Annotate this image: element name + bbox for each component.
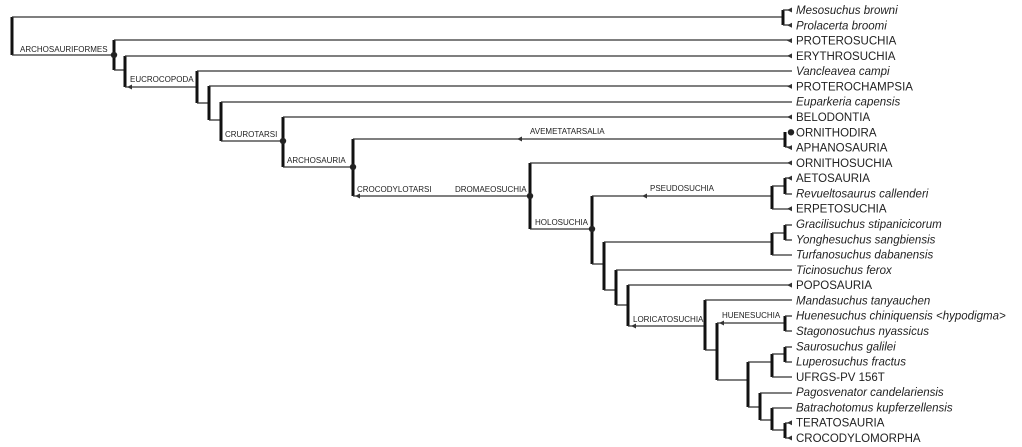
arrow-icon: [787, 435, 792, 441]
arrow-icon: [355, 193, 360, 199]
arrow-icon: [719, 320, 724, 326]
arrow-icon: [787, 282, 792, 288]
arrow-icon: [127, 84, 132, 90]
taxon-label: PROTEROSUCHIA: [796, 36, 897, 48]
arrow-icon: [517, 136, 522, 142]
node-dot: [279, 137, 287, 145]
taxon-label: AETOSAURIA: [796, 173, 870, 185]
arrow-icon: [631, 323, 636, 329]
node-dot: [110, 51, 118, 59]
arrow-icon: [787, 53, 792, 59]
taxon-label: CROCODYLOMORPHA: [796, 433, 921, 445]
taxon-label: Turfanosuchus dabanensis: [796, 250, 933, 262]
taxon-label: Stagonosuchus nyassicus: [796, 326, 929, 338]
taxon-label: Revueltosaurus callenderi: [796, 188, 929, 200]
arrow-icon: [642, 193, 647, 199]
taxon-label: Luperosuchus fractus: [796, 357, 906, 369]
arrow-icon: [787, 206, 792, 212]
clade-label-archosauriformes: ARCHOSAURIFORMES: [20, 45, 108, 54]
arrow-icon: [787, 83, 792, 89]
taxon-label: Saurosuchus galilei: [796, 341, 896, 353]
node-dot: [787, 129, 795, 136]
clade-label-avemetatarsalia: AVEMETATARSALIA: [530, 127, 605, 136]
clade-label-huenesuchia: HUENESUCHIA: [722, 311, 781, 320]
taxon-label: BELODONTIA: [796, 112, 870, 124]
taxon-label: Ticinosuchus ferox: [796, 265, 893, 277]
taxon-label: PROTEROCHAMPSIA: [796, 81, 913, 93]
taxon-label: ORNITHODIRA: [796, 127, 877, 139]
taxon-label: APHANOSAURIA: [796, 143, 888, 155]
taxon-label: Prolacerta broomi: [796, 20, 887, 32]
node-dot: [526, 192, 534, 200]
arrow-icon: [787, 420, 792, 426]
clade-label-holosuchia: HOLOSUCHIA: [535, 218, 589, 227]
arrow-icon: [787, 38, 792, 44]
clade-label-archosauria: ARCHOSAURIA: [287, 156, 346, 165]
clade-label-pseudosuchia: PSEUDOSUCHIA: [650, 184, 715, 193]
taxon-label: Gracilisuchus stipanicicorum: [796, 219, 942, 231]
taxon-label: POPOSAURIA: [796, 280, 872, 292]
taxon-label: Pagosvenator candelariensis: [796, 387, 944, 399]
taxon-label: Mesosuchus browni: [796, 5, 898, 17]
arrow-icon: [787, 160, 792, 166]
arrow-icon: [787, 114, 792, 120]
taxon-label: Vancleavea campi: [796, 66, 890, 78]
clade-label-dromaeosuchia: DROMAEOSUCHIA: [455, 185, 527, 194]
node-dot: [588, 225, 596, 233]
clade-label-loricatosuchia: LORICATOSUCHIA: [633, 315, 704, 324]
taxon-label: Batrachotomus kupferzellensis: [796, 402, 953, 414]
taxon-label: Euparkeria capensis: [796, 97, 900, 109]
arrow-icon: [787, 145, 792, 151]
taxon-label: UFRGS-PV 156T: [796, 372, 885, 384]
taxon-label: ORNITHOSUCHIA: [796, 158, 893, 170]
taxon-label: ERYTHROSUCHIA: [796, 51, 896, 63]
arrow-icon: [787, 7, 792, 13]
taxon-label: ERPETOSUCHIA: [796, 204, 887, 216]
arrow-icon: [787, 22, 792, 28]
clade-label-crurotarsi: CRUROTARSI: [225, 130, 277, 139]
taxon-label: Mandasuchus tanyauchen: [796, 295, 930, 307]
node-dot: [349, 163, 357, 171]
taxon-label: Huenesuchus chiniquensis <hypodigma>: [796, 311, 1006, 323]
taxon-label: Yonghesuchus sangbiensis: [796, 234, 936, 246]
clade-label-eucrocopoda: EUCROCOPODA: [130, 75, 194, 84]
arrow-icon: [787, 175, 792, 181]
clade-label-crocodylotarsi: CROCODYLOTARSI: [357, 185, 432, 194]
taxon-label: TERATOSAURIA: [796, 418, 885, 430]
